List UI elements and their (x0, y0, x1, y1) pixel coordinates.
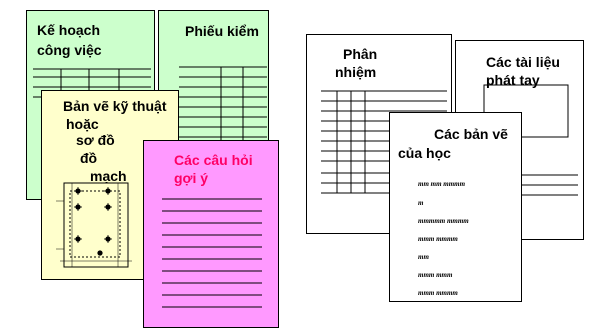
guiding-questions-lines (162, 198, 262, 308)
scribble-line: mm mm mmmm (418, 180, 466, 188)
scribble-line: mmmmm mmmm (418, 217, 469, 225)
circuit-drawing-icon (56, 182, 132, 268)
technical-drawing-title-line2: hoặc (66, 116, 99, 132)
student-drawings-title-line2: của học (398, 145, 451, 161)
scribble-line: mmm mmmm (418, 289, 458, 297)
assignment-title-line2: nhiệm (335, 64, 377, 80)
assignment-title-line1: Phân (343, 46, 378, 62)
assignment-table (321, 90, 447, 194)
handouts-title-line1: Các tài liệu (486, 54, 560, 70)
scribble-line: m (418, 199, 424, 207)
technical-drawing-title-line5: mạch (90, 168, 127, 184)
guiding-questions-document: Các câu hỏi gợi ý (143, 140, 279, 328)
scribble-line: mm (418, 253, 429, 261)
student-drawings-title-line1: Các bản vẽ (434, 126, 508, 142)
guiding-questions-title-line1: Các câu hỏi (174, 152, 253, 168)
student-drawings-document: Các bản vẽ của học mm mm mmmm m mmmmm mm… (389, 112, 522, 302)
handouts-title-line2: phát tay (486, 72, 540, 88)
scribble-line: mmm mmm (418, 271, 453, 279)
guiding-questions-title-line2: gợi ý (174, 170, 209, 186)
technical-drawing-title-line4: đồ (80, 150, 98, 166)
technical-drawing-title-line3: sơ đồ (76, 132, 115, 148)
checklist-title: Phiếu kiểm (185, 23, 259, 39)
work-plan-title-line1: Kế hoạch (37, 22, 101, 38)
checklist-table (179, 66, 267, 143)
work-plan-title-line2: công việc (37, 42, 102, 58)
technical-drawing-title-line1: Bản vẽ kỹ thuật (63, 98, 167, 114)
scribble-line: mmm mmmm (418, 235, 458, 243)
